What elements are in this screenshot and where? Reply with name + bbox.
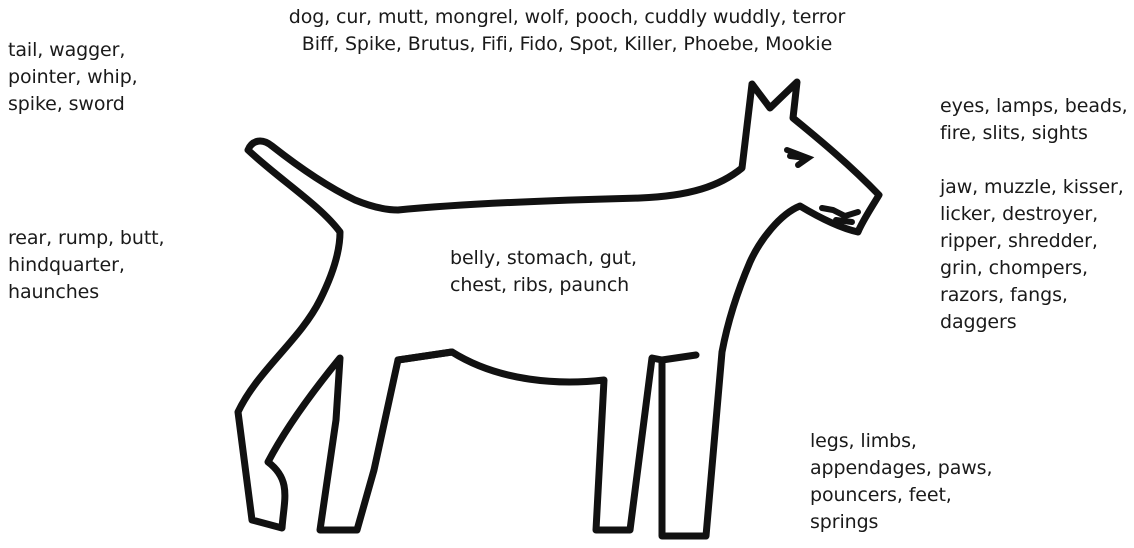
belly-label: belly, stomach, gut, chest, ribs, paunch — [450, 245, 637, 299]
jaw-label-line: daggers — [940, 309, 1124, 336]
legs-label-line: appendages, paws, — [810, 455, 992, 482]
tail-label-line: tail, wagger, — [8, 37, 138, 64]
dog-body-outline — [238, 82, 879, 536]
jaw-label-line: razors, fangs, — [940, 282, 1124, 309]
names-line-1: dog, cur, mutt, mongrel, wolf, pooch, cu… — [0, 4, 1134, 31]
rear-label: rear, rump, butt, hindquarter, haunches — [8, 225, 164, 306]
belly-label-line: chest, ribs, paunch — [450, 272, 637, 299]
eyes-label: eyes, lamps, beads, fire, slits, sights — [940, 93, 1128, 147]
rear-label-line: hindquarter, — [8, 252, 164, 279]
eyes-label-line: eyes, lamps, beads, — [940, 93, 1128, 120]
names-line-2: Biff, Spike, Brutus, Fifi, Fido, Spot, K… — [0, 31, 1134, 58]
tail-label-line: spike, sword — [8, 91, 138, 118]
rear-label-line: rear, rump, butt, — [8, 225, 164, 252]
dog-hind-leg-inner-line — [398, 352, 452, 360]
jaw-label-line: ripper, shredder, — [940, 228, 1124, 255]
belly-label-line: belly, stomach, gut, — [450, 245, 637, 272]
dog-names-label: dog, cur, mutt, mongrel, wolf, pooch, cu… — [0, 4, 1134, 58]
rear-label-line: haunches — [8, 279, 164, 306]
jaw-label-line: jaw, muzzle, kisser, — [940, 174, 1124, 201]
tail-label-line: pointer, whip, — [8, 64, 138, 91]
legs-label-line: legs, limbs, — [810, 428, 992, 455]
tail-label: tail, wagger, pointer, whip, spike, swor… — [8, 37, 138, 118]
jaw-label-line: licker, destroyer, — [940, 201, 1124, 228]
jaw-label-line: grin, chompers, — [940, 255, 1124, 282]
legs-label-line: pouncers, feet, — [810, 482, 992, 509]
dog-front-leg-inner-line — [662, 355, 696, 360]
legs-label-line: springs — [810, 509, 992, 536]
legs-label: legs, limbs, appendages, paws, pouncers,… — [810, 428, 992, 536]
dog-eye-mark — [787, 150, 808, 165]
eyes-label-line: fire, slits, sights — [940, 120, 1128, 147]
jaw-label: jaw, muzzle, kisser, licker, destroyer, … — [940, 174, 1124, 336]
